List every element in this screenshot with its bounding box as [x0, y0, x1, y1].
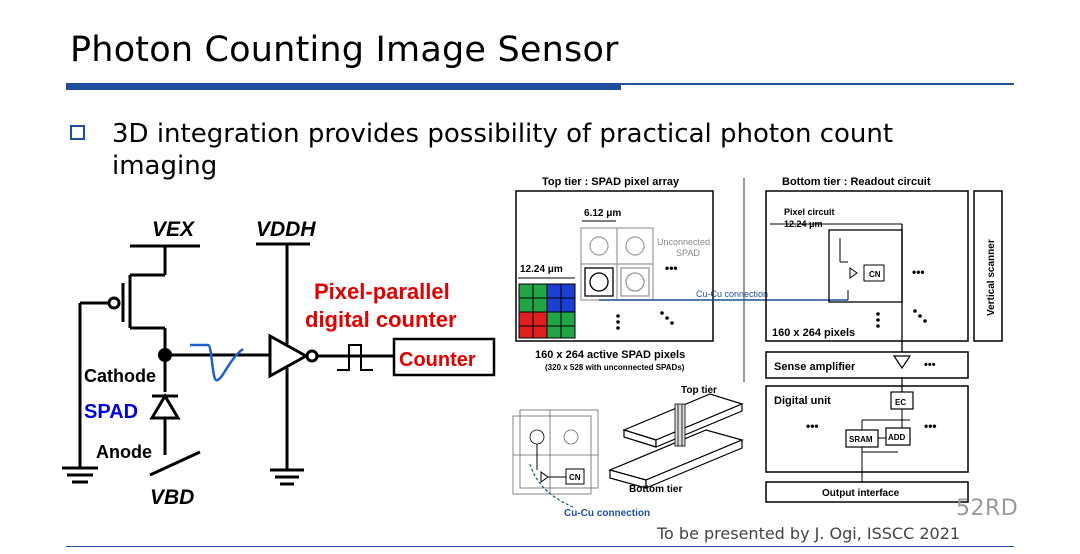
unconnected-label-1: Unconnected	[657, 237, 710, 247]
vbd-label: VBD	[150, 486, 194, 509]
sram-label: SRAM	[849, 435, 873, 444]
digital-unit-label: Digital unit	[774, 395, 831, 407]
dim-large-label: 12.24 μm	[520, 264, 563, 275]
stack-top-tier-label: Top tier	[681, 385, 717, 396]
ec-label: EC	[895, 398, 906, 407]
pixel-cube-detail	[512, 409, 599, 495]
unconnected-count-label: (320 x 528 with unconnected SPADs)	[545, 363, 685, 372]
cu-cu-bottom-label: Cu-Cu connection	[564, 508, 650, 519]
spad-label: SPAD	[84, 401, 138, 423]
top-array-dots	[616, 311, 674, 330]
dim-small-label: 6.12 μm	[584, 208, 621, 219]
counter-box	[392, 337, 496, 377]
output-interface-box	[765, 481, 969, 503]
slide-title: Photon Counting Image Sensor	[70, 30, 619, 70]
vddh-label: VDDH	[256, 218, 316, 241]
bullet-square-icon	[70, 125, 85, 140]
cathode-label: Cathode	[84, 366, 156, 386]
pixel-circuit-detail	[839, 238, 885, 300]
connected-spad-pixels	[584, 267, 650, 297]
readout-array-box	[765, 190, 969, 342]
spad-array-box	[515, 190, 714, 342]
stack-bottom-tier-label: Bottom tier	[629, 484, 682, 495]
add-box	[885, 427, 911, 446]
title-rule-accent	[66, 84, 621, 90]
footer-credit: To be presented by J. Ogi, ISSCC 2021	[657, 524, 961, 543]
top-dots-horizontal: •••	[665, 261, 678, 275]
vertical-scanner-label: Vertical scanner	[986, 239, 997, 316]
bullet-text: 3D integration provides possibility of p…	[112, 119, 894, 181]
cu-cu-pointer	[529, 463, 576, 509]
stack-pillars	[674, 403, 686, 447]
sense-amp-label: Sense amplifier	[774, 361, 856, 373]
top-tier-heading: Top tier : SPAD pixel array	[542, 176, 680, 188]
counter-heading-line1: Pixel-parallel	[314, 279, 450, 304]
cube-cn-label: CN	[569, 473, 581, 482]
sense-amp-symbol	[892, 355, 912, 370]
digital-unit-wiring	[861, 409, 910, 482]
color-filter-grid	[518, 283, 576, 339]
cu-cu-label: Cu-Cu connection	[696, 289, 768, 299]
active-pixels-label: 160 x 264 active SPAD pixels	[535, 349, 685, 361]
digital-dots-right: •••	[924, 419, 937, 433]
bottom-dots-horizontal: •••	[912, 265, 925, 279]
unconnected-label-2: SPAD	[676, 248, 700, 258]
cathode-node	[158, 348, 172, 362]
bottom-array-dots	[876, 309, 927, 328]
digital-dots-left: •••	[806, 419, 819, 433]
sense-amp-box	[765, 351, 969, 379]
anode-label: Anode	[96, 442, 152, 462]
analog-pulse-waveform	[190, 343, 244, 382]
digital-unit-box	[765, 385, 969, 473]
vex-label: VEX	[152, 218, 196, 241]
cn-label: CN	[869, 270, 881, 279]
cube-circuit	[536, 444, 585, 485]
stack-illustration	[608, 393, 744, 489]
counter-label: Counter	[399, 349, 476, 371]
pixel-circuit-label: Pixel circuit	[784, 207, 835, 217]
footer-rule	[66, 546, 1014, 547]
sense-dots: •••	[924, 359, 936, 371]
vertical-scanner-box	[973, 190, 1003, 342]
unconnected-spad-pixels	[580, 227, 654, 301]
bottom-pixels-label: 160 x 264 pixels	[772, 327, 855, 339]
watermark: 52RD	[956, 496, 1019, 521]
bottom-tier-heading: Bottom tier : Readout circuit	[782, 176, 931, 188]
digital-pulse-waveform	[337, 344, 373, 371]
add-label: ADD	[888, 433, 906, 442]
counter-heading-line2: digital counter	[305, 307, 457, 332]
output-interface-label: Output interface	[822, 488, 900, 499]
